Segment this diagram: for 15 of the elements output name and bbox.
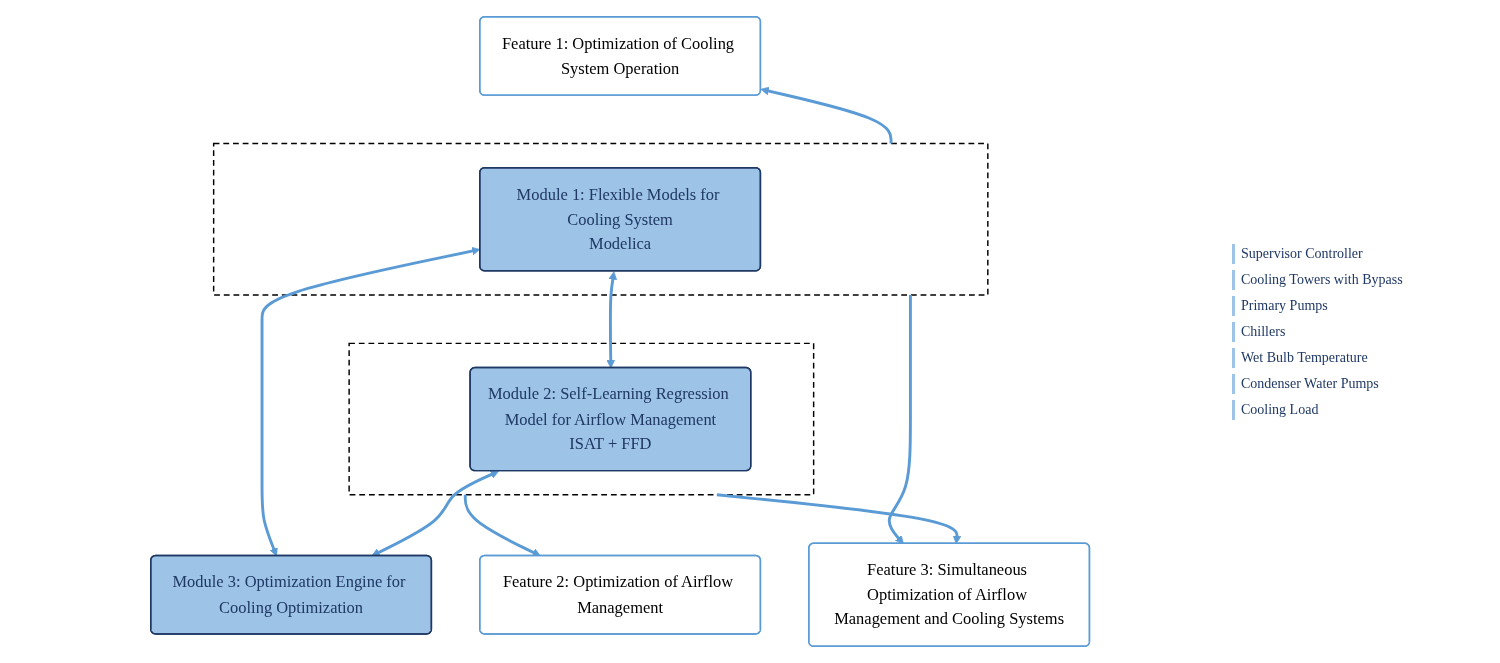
arrow bbox=[716, 493, 962, 545]
arrow bbox=[887, 294, 912, 545]
arrow bbox=[463, 494, 541, 557]
arrow bbox=[760, 86, 893, 144]
diagram-label: Wet Bulb Temperature bbox=[1232, 347, 1492, 368]
cluster bbox=[348, 342, 815, 496]
diagram-label: Supervisor Controller bbox=[1232, 243, 1492, 264]
arrow bbox=[371, 470, 499, 557]
cluster bbox=[212, 142, 989, 296]
diagram-label: Cooling Towers with Bypass bbox=[1232, 269, 1492, 290]
diagram-label: Chillers bbox=[1232, 321, 1492, 342]
diagram-label: Condenser Water Pumps bbox=[1232, 373, 1492, 394]
diagram-label: Cooling Load bbox=[1232, 399, 1492, 420]
arrow bbox=[606, 271, 617, 369]
diagram-label: Primary Pumps bbox=[1232, 295, 1492, 316]
